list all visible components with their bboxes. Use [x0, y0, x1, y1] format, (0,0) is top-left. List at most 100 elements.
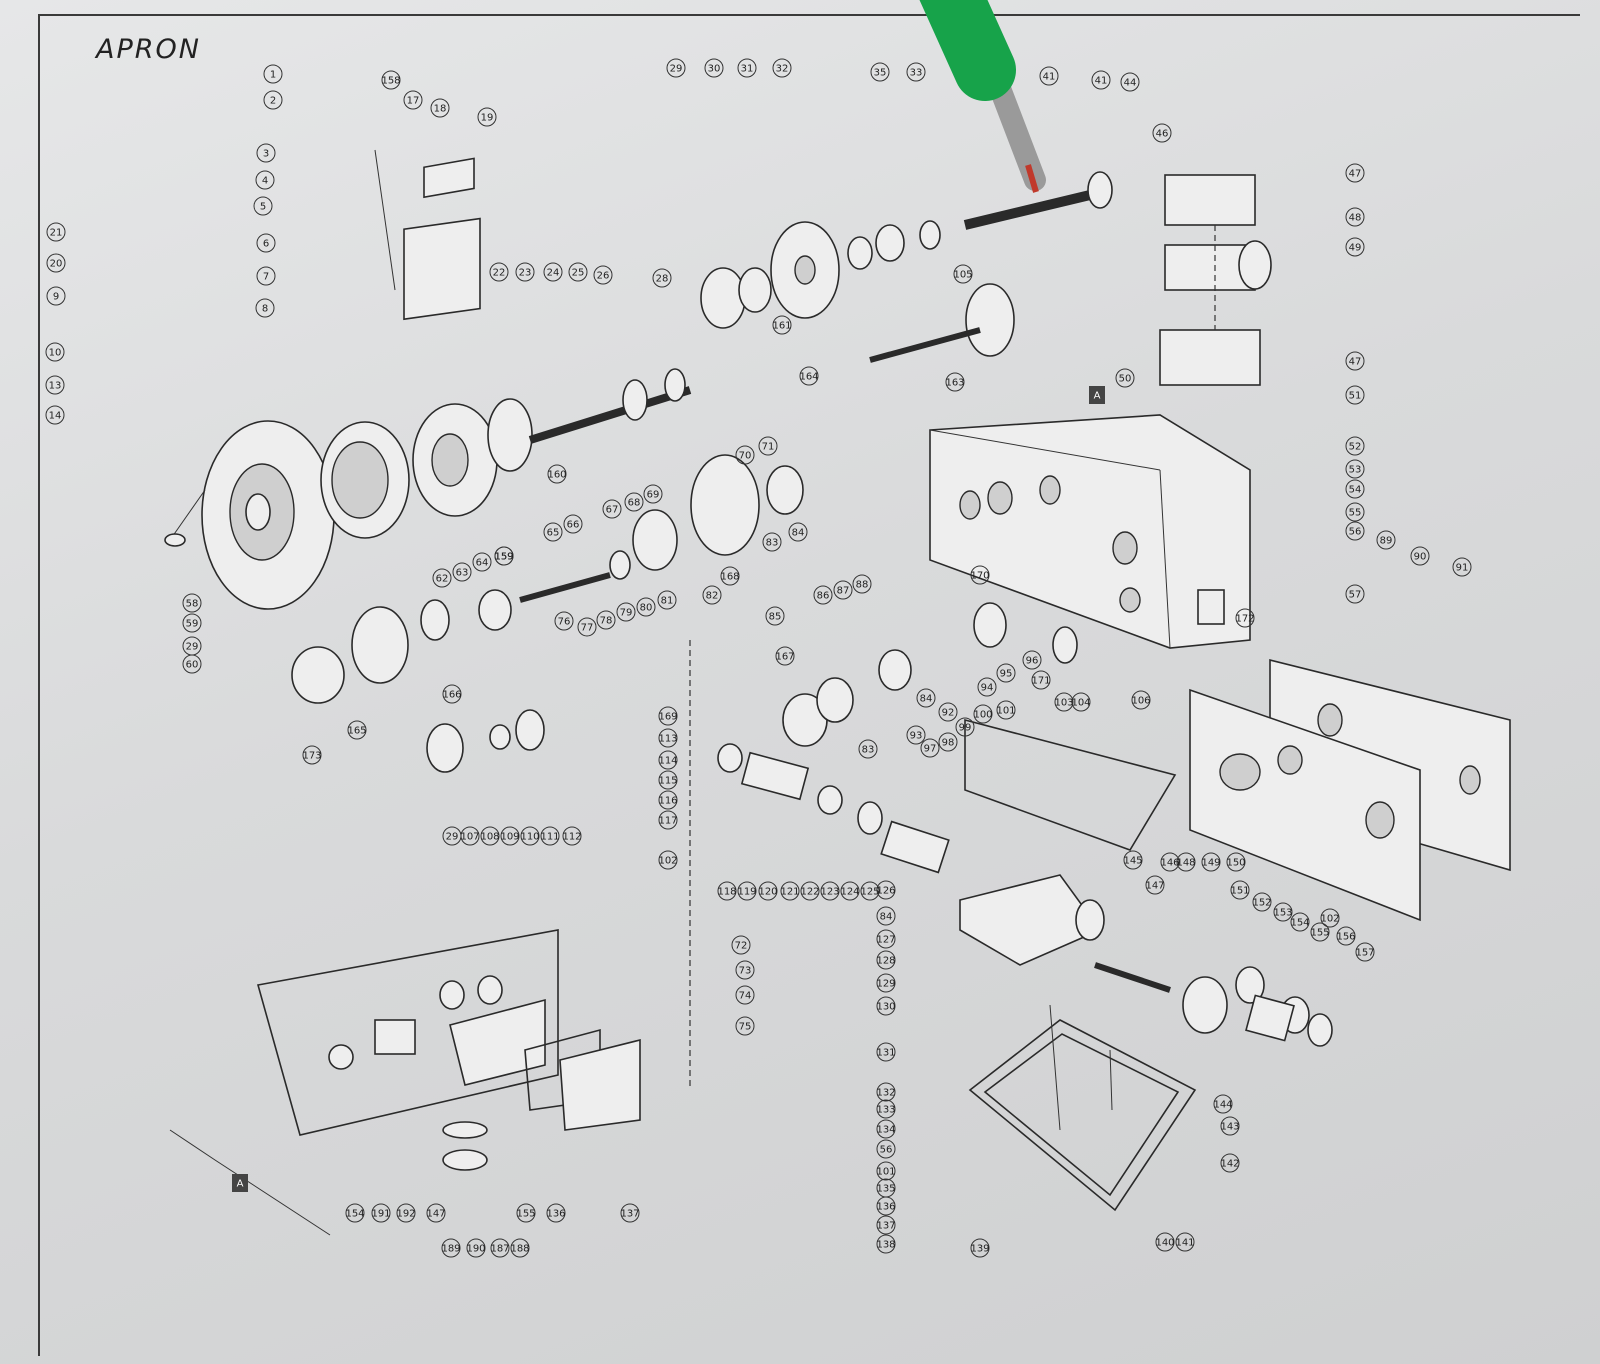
part-number-label: 167 — [775, 652, 794, 663]
part-callout: 46 — [1152, 123, 1172, 143]
part-callout: 7 — [256, 266, 276, 286]
part-number-label: 4 — [262, 176, 268, 187]
part-number-label: 81 — [661, 596, 674, 607]
part-number-label: 93 — [910, 731, 923, 742]
part-number-label: 84 — [880, 912, 893, 923]
part-callout: 56 — [1345, 521, 1365, 541]
part-number-label: 60 — [186, 660, 199, 671]
part-number-label: 102 — [658, 856, 677, 867]
part-callout: 98 — [938, 732, 958, 752]
part-callout: 89 — [1376, 530, 1396, 550]
part-number-label: 29 — [446, 832, 459, 843]
part-callout: 51 — [1345, 385, 1365, 405]
part-callout: 53 — [1345, 459, 1365, 479]
part-callout: 84 — [876, 906, 896, 926]
part-number-label: 100 — [973, 710, 992, 721]
part-callout: 76 — [554, 611, 574, 631]
part-callout: 59 — [182, 613, 202, 633]
part-callout: 25 — [568, 262, 588, 282]
part-callout: 127 — [876, 929, 896, 949]
part-callout: 72 — [731, 935, 751, 955]
part-number-label: 113 — [658, 734, 677, 745]
part-callout: 4 — [255, 170, 275, 190]
part-number-label: 155 — [516, 1209, 535, 1220]
part-number-label: 9 — [53, 292, 59, 303]
part-callout: 62 — [432, 568, 452, 588]
part-callout: 191 — [371, 1203, 391, 1223]
part-number-label: 156 — [1336, 932, 1355, 943]
part-number-label: 7 — [263, 272, 269, 283]
part-callout: 137 — [620, 1203, 640, 1223]
part-callout: 151 — [1230, 880, 1250, 900]
part-callout: 97 — [920, 738, 940, 758]
part-callout: 132 — [876, 1082, 896, 1102]
part-number-label: 13 — [49, 381, 62, 392]
part-callout: 163 — [945, 372, 965, 392]
part-callout: 79 — [616, 602, 636, 622]
part-callout: 144 — [1213, 1094, 1233, 1114]
part-number-label: 141 — [1175, 1238, 1194, 1249]
part-callout: 28 — [652, 268, 672, 288]
part-callout: 54 — [1345, 479, 1365, 499]
part-callout: 149 — [1201, 852, 1221, 872]
part-callout: 83 — [858, 739, 878, 759]
right-top-brackets — [1159, 174, 1272, 386]
lower-left-assembly — [169, 929, 641, 1236]
part-callout: 136 — [876, 1196, 896, 1216]
part-number-label: A — [237, 1179, 244, 1190]
part-callout: 105 — [953, 264, 973, 284]
part-callout: 49 — [1345, 237, 1365, 257]
part-number-label: 124 — [840, 887, 859, 898]
part-number-label: 136 — [876, 1202, 895, 1213]
part-number-label: 161 — [772, 321, 791, 332]
part-callout: 159 — [494, 546, 514, 566]
part-callout: 3 — [256, 143, 276, 163]
part-number-label: 2 — [270, 96, 276, 107]
part-number-label: 105 — [953, 270, 972, 281]
part-number-label: 74 — [739, 991, 752, 1002]
lower-middle-parts — [689, 602, 1078, 1090]
part-callout: 192 — [396, 1203, 416, 1223]
part-callout: 146 — [1160, 852, 1180, 872]
part-number-label: 154 — [345, 1209, 364, 1220]
part-callout: 152 — [1252, 892, 1272, 912]
part-callout: 20 — [46, 253, 66, 273]
part-callout: 158 — [381, 70, 401, 90]
part-number-label: 147 — [1145, 881, 1164, 892]
part-callout: 172 — [1235, 608, 1255, 628]
part-number-label: 109 — [500, 832, 519, 843]
part-callout: 17 — [403, 90, 423, 110]
part-number-label: 164 — [799, 372, 818, 383]
part-number-label: 157 — [1355, 948, 1374, 959]
part-callout: 147 — [1145, 875, 1165, 895]
part-callout: 134 — [876, 1119, 896, 1139]
part-number-label: 49 — [1349, 243, 1362, 254]
part-callout: 44 — [1120, 72, 1140, 92]
part-callout: 66 — [563, 514, 583, 534]
part-callout: 167 — [775, 646, 795, 666]
part-number-label: 31 — [741, 64, 754, 75]
part-number-label: 50 — [1119, 374, 1132, 385]
part-callout: 154 — [345, 1203, 365, 1223]
pen-icon — [919, 0, 1046, 193]
part-number-label: 51 — [1349, 391, 1362, 402]
part-number-label: 23 — [519, 268, 532, 279]
part-callout: 139 — [970, 1238, 990, 1258]
part-number-label: 96 — [1026, 656, 1039, 667]
part-callout: 124 — [840, 881, 860, 901]
part-number-label: A — [1094, 391, 1101, 402]
part-callout: 150 — [1226, 852, 1246, 872]
part-callout: 133 — [876, 1099, 896, 1119]
part-number-label: 28 — [656, 274, 669, 285]
part-callout: 63 — [452, 562, 472, 582]
part-number-label: 133 — [876, 1105, 895, 1116]
part-callout: 96 — [1022, 650, 1042, 670]
handwheel — [164, 420, 335, 610]
part-callout: 111 — [540, 826, 560, 846]
part-callout: 112 — [562, 826, 582, 846]
part-number-label: 150 — [1226, 858, 1245, 869]
part-number-label: 108 — [480, 832, 499, 843]
part-number-label: 153 — [1273, 908, 1292, 919]
page-title: APRON — [96, 34, 201, 65]
